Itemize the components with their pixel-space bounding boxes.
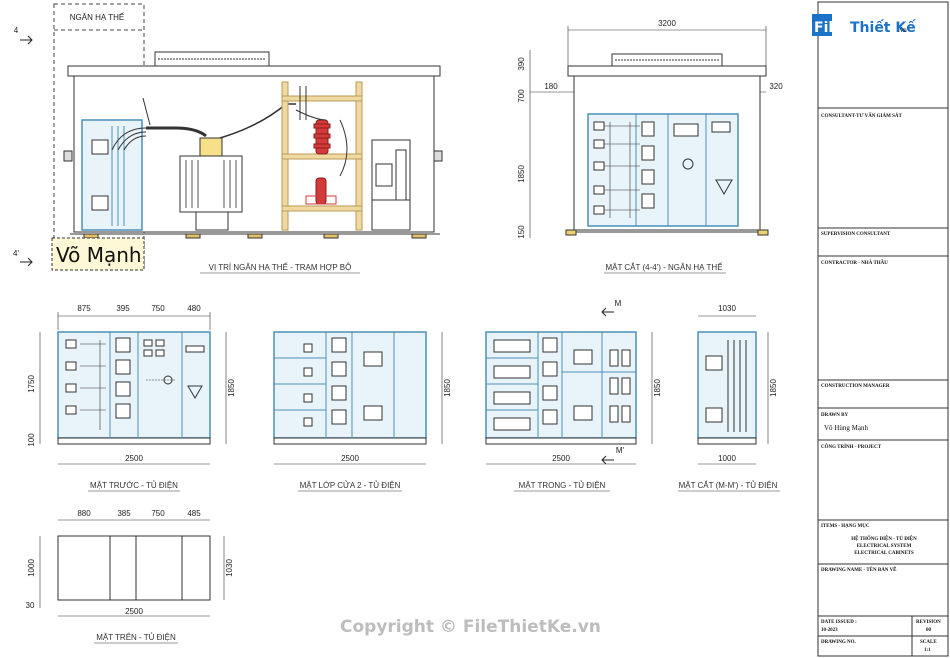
front-cabinet (57, 331, 211, 439)
section-cabinet (587, 113, 739, 227)
section-mark-4: 4 (14, 26, 19, 35)
dim-mm-1030: 1030 (718, 304, 736, 313)
dim-section-left: 180 (544, 82, 558, 91)
dim-front-395: 395 (116, 304, 130, 313)
dim-section-h700: 700 (517, 89, 526, 103)
logo-name: Thiết Kế (850, 19, 916, 36)
view-section-mm: 1030 1850 1000 MẶT CẮT (M-M') - TỦ ĐIỆN (678, 304, 780, 492)
view-front: 875 395 750 480 1750 100 1850 MẶ (27, 304, 236, 492)
tb-supervision: SUPERVISION CONSULTANT (821, 232, 891, 237)
door2-cabinet (273, 331, 427, 439)
watermark: Copyright © FileThietKe.vn (340, 617, 601, 637)
dim-front-1850: 1850 (227, 379, 236, 397)
dim-inside-2500: 2500 (552, 454, 570, 463)
view-section-44: 3200 180 2500 320 390 700 1850 150 (517, 19, 783, 274)
section-mark-m: M (615, 299, 622, 308)
top-cabinet (57, 535, 211, 601)
view-lv-position: NGĂN HẠ THẾ 4 4' (13, 3, 443, 274)
dim-top-750: 750 (151, 509, 165, 518)
dim-front-875: 875 (77, 304, 91, 313)
section-mark-4p: 4' (13, 249, 19, 258)
tb-items-line2: ELECTRICAL SYSTEM (857, 544, 912, 549)
view-door2: 1850 2500 MẶT LỚP CỬA 2 - TỦ ĐIỆN (273, 331, 452, 492)
view-inside: M 1850 2500 M' MẶT TRONG - TỦ ĐIỆN (485, 299, 662, 492)
dim-top-485: 485 (187, 509, 201, 518)
tb-items-line1: HỆ THỐNG ĐIỆN - TỦ ĐIỆN (851, 536, 917, 542)
tb-date-value: 10-2023 (821, 628, 838, 633)
dim-door-2500: 2500 (341, 454, 359, 463)
tb-consultant: CONSULTANT-TƯ VẤN GIÁM SÁT (821, 113, 902, 119)
tb-drawing-no-label: DRAWING NO. (821, 640, 856, 645)
dim-front-1750: 1750 (27, 375, 36, 393)
tb-items-line3: ELECTRICAL CABINETS (854, 551, 914, 556)
caption-section-44: MẶT CẮT (4-4') - NGĂN HẠ THẾ (605, 262, 722, 272)
tb-drawn-by-label: DRAWN BY (821, 413, 848, 418)
dim-top-2500: 2500 (125, 607, 143, 616)
caption-top: MẶT TRÊN - TỦ ĐIỆN (96, 633, 176, 642)
dim-mm-1000: 1000 (718, 454, 736, 463)
logo-domain: .vn (898, 26, 907, 34)
tb-revision-label: REVISION (916, 620, 941, 625)
dim-section-h1850: 1850 (517, 165, 526, 183)
dim-front-750: 750 (151, 304, 165, 313)
dim-top-385: 385 (117, 509, 131, 518)
dim-section-right: 320 (769, 82, 783, 91)
caption-inside: MẶT TRONG - TỦ ĐIỆN (519, 481, 606, 490)
dim-top-1000: 1000 (27, 559, 36, 577)
tb-revision-value: 00 (926, 628, 932, 633)
tb-contractor: CONTRACTOR - NHÀ THẦU (821, 260, 888, 266)
dim-top-880: 880 (77, 509, 91, 518)
caption-lv-position: VỊ TRÍ NGĂN HẠ THẾ - TRẠM HỢP BỘ (209, 262, 352, 272)
tb-items-label: ITEMS - HẠNG MỤC (821, 524, 870, 529)
tb-scale-value: 1:1 (924, 648, 931, 653)
dim-section-h390: 390 (517, 57, 526, 71)
logo-file: File (814, 20, 843, 36)
tb-scale-label: SCALE (920, 640, 937, 645)
dim-top-30: 30 (26, 601, 35, 610)
tb-drawn-by-value: Võ Hùng Mạnh (824, 424, 868, 432)
signature-badge (51, 237, 145, 271)
caption-section-mm: MẶT CẮT (M-M') - TỦ ĐIỆN (679, 481, 778, 490)
dim-section-h150: 150 (517, 225, 526, 239)
dim-mm-1850: 1850 (769, 379, 778, 397)
dim-section-overall: 3200 (658, 19, 676, 28)
tb-date-label: DATE ISSUED : (821, 620, 857, 625)
transformer (179, 155, 243, 213)
section-mark-mp: M' (616, 446, 625, 455)
dim-inside-1850: 1850 (653, 379, 662, 397)
dim-door-1850: 1850 (443, 379, 452, 397)
caption-front: MẶT TRƯỚC - TỦ ĐIỆN (90, 481, 178, 490)
dim-front-480: 480 (187, 304, 201, 313)
tb-project: CÔNG TRÌNH - PROJECT (821, 444, 882, 450)
dim-front-2500: 2500 (125, 454, 143, 463)
dim-front-100: 100 (27, 433, 36, 447)
logo-mark (812, 14, 832, 36)
view-top: 880 385 750 485 1000 30 1030 2500 MẶT TR… (26, 509, 234, 644)
signature-text: Võ Mạnh (56, 243, 142, 267)
lv-compartment-label: NGĂN HẠ THẾ (70, 12, 125, 22)
tb-drawing-name: DRAWING NAME - TÊN BẢN VẼ (821, 567, 897, 573)
dim-top-1030: 1030 (225, 559, 234, 577)
tb-construction-manager: CONSTRUCTION MANAGER (821, 384, 890, 389)
caption-door2: MẶT LỚP CỬA 2 - TỦ ĐIỆN (300, 481, 401, 490)
title-block: File Thiết Kế .vn CONSULTANT-TƯ VẤN GIÁM… (812, 1, 949, 657)
